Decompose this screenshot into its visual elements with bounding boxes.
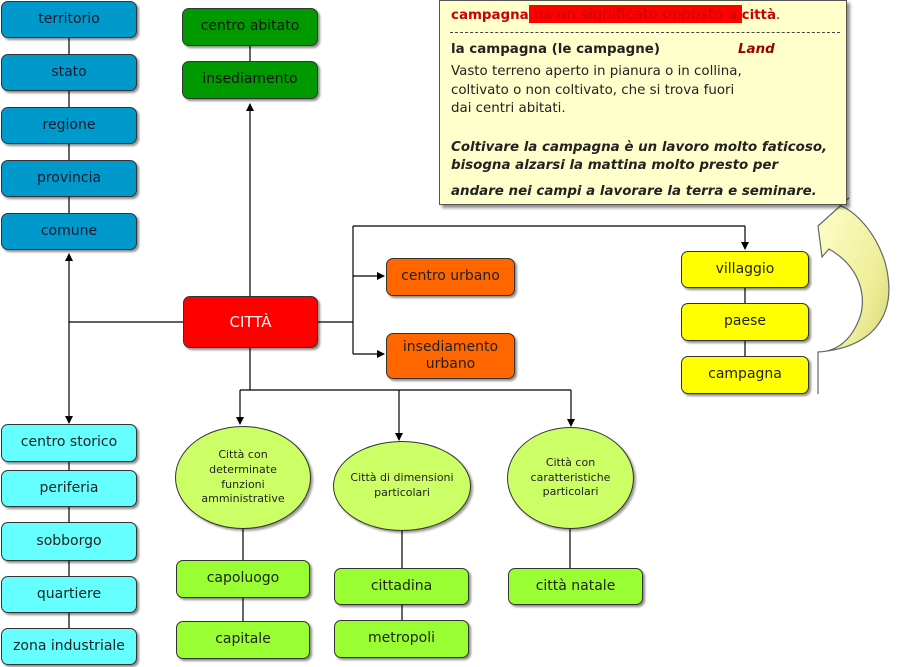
- admin-stato[interactable]: stato: [1, 54, 137, 91]
- category-funzioni-amministrative[interactable]: Città con determinate funzioni amministr…: [175, 426, 311, 529]
- note-example-line: andare nei campi a lavorare la terra e s…: [451, 184, 817, 199]
- item-capitale[interactable]: capitale: [176, 621, 310, 659]
- note-opposite-word: città: [741, 8, 776, 23]
- rural-paese[interactable]: paese: [681, 303, 809, 341]
- item-metropoli[interactable]: metropoli: [334, 620, 469, 658]
- note-header-end: .: [776, 8, 781, 23]
- admin-regione[interactable]: regione: [1, 107, 137, 144]
- admin-territorio[interactable]: territorio: [1, 1, 137, 38]
- item-citta-natale[interactable]: città natale: [508, 568, 643, 605]
- note-definition-line: dai centri abitati.: [451, 101, 566, 116]
- note-definition: Vasto terreno aperto in pianura o in col…: [451, 63, 742, 119]
- note-keyword: campagna: [451, 8, 529, 23]
- note-definition-line: Vasto terreno aperto in pianura o in col…: [451, 64, 742, 79]
- area-quartiere[interactable]: quartiere: [1, 576, 137, 613]
- urban-insediamento-urbano[interactable]: insediamento urbano: [386, 333, 515, 379]
- area-sobborgo[interactable]: sobborgo: [1, 522, 137, 561]
- synonym-insediamento[interactable]: insediamento: [182, 61, 318, 99]
- item-capoluogo[interactable]: capoluogo: [176, 560, 310, 598]
- rural-campagna[interactable]: campagna: [681, 356, 809, 394]
- curved-arrow-icon: [817, 197, 890, 394]
- center-citta[interactable]: CITTÀ: [183, 296, 318, 348]
- area-centro-storico[interactable]: centro storico: [1, 424, 137, 462]
- item-cittadina[interactable]: cittadina: [334, 568, 469, 605]
- note-translation: Land: [738, 42, 775, 57]
- note-header-text: ha un significato opposto a: [528, 5, 742, 23]
- admin-comune[interactable]: comune: [1, 213, 137, 250]
- category-caratteristiche-particolari[interactable]: Città con caratteristiche particolari: [507, 427, 634, 529]
- note-header: campagna ha un significato opposto a cit…: [451, 5, 780, 23]
- definition-note: campagna ha un significato opposto a cit…: [439, 0, 847, 205]
- note-example-line: bisogna alzarsi la mattina molto presto …: [451, 158, 779, 173]
- admin-provincia[interactable]: provincia: [1, 160, 137, 197]
- area-zona-industriale[interactable]: zona industriale: [1, 628, 137, 665]
- category-dimensioni-particolari[interactable]: Città di dimensioni particolari: [333, 441, 471, 531]
- note-term: la campagna (le campagne): [451, 42, 660, 57]
- note-definition-line: coltivato o non coltivato, che si trova …: [451, 82, 735, 98]
- rural-villaggio[interactable]: villaggio: [681, 251, 809, 288]
- area-periferia[interactable]: periferia: [1, 470, 137, 507]
- urban-centro-urbano[interactable]: centro urbano: [386, 258, 515, 296]
- note-divider: [450, 32, 840, 33]
- synonym-centro-abitato[interactable]: centro abitato: [182, 8, 318, 46]
- note-example-line: Coltivare la campagna è un lavoro molto …: [451, 140, 828, 155]
